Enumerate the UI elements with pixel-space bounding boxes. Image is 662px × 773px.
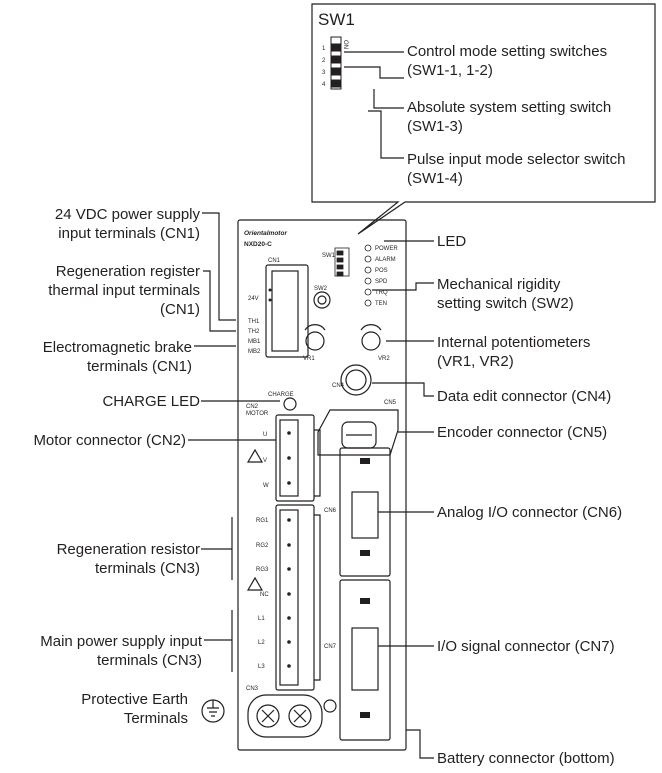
pe-terminal-block: [247, 694, 323, 738]
svg-text:MOTOR: MOTOR: [246, 411, 269, 417]
warning-icon: [246, 576, 264, 591]
label-absolute-system: Absolute system setting switch (SW1-3): [407, 99, 612, 135]
svg-text:V: V: [263, 458, 267, 464]
svg-text:CN4: CN4: [332, 383, 345, 389]
model-label: NXD20-C: [244, 241, 272, 248]
svg-text:CN5: CN5: [384, 400, 397, 406]
brand-logo: Orientalmotor: [244, 230, 287, 237]
label-charge-led: CHARGE LED: [102, 393, 200, 410]
label-battery: Battery connector (bottom): [437, 750, 615, 767]
sw2-dial: [313, 291, 331, 309]
svg-text:SPD: SPD: [375, 279, 388, 285]
svg-text:TRQ: TRQ: [375, 290, 388, 296]
svg-text:CN1: CN1: [268, 258, 281, 264]
label-regen-resistor: Regeneration resistor terminals (CN3): [56, 541, 200, 577]
label-brake: Electromagnetic brake terminals (CN1): [42, 339, 192, 375]
svg-text:POWER: POWER: [375, 246, 398, 252]
cn4-connector: [340, 364, 372, 396]
label-led: LED: [437, 233, 467, 250]
cn3-connector: [275, 504, 315, 691]
sw1-callout-box: [311, 3, 656, 235]
svg-text:CN6: CN6: [324, 508, 337, 514]
label-io-signal: I/O signal connector (CN7): [437, 638, 615, 655]
label-regen-thermal: Regeneration register thermal input term…: [48, 263, 200, 318]
svg-text:CHARGE: CHARGE: [268, 392, 294, 398]
cn5-outline: [317, 409, 399, 456]
svg-text:VR2: VR2: [378, 356, 390, 362]
label-protective-earth: Protective Earth Terminals: [81, 691, 188, 727]
svg-text:3: 3: [322, 70, 326, 76]
svg-text:CN7: CN7: [324, 644, 337, 650]
svg-text:24V: 24V: [248, 296, 259, 302]
svg-text:RG1: RG1: [256, 518, 269, 524]
svg-text:POS: POS: [375, 268, 388, 274]
sw1-title: SW1: [318, 10, 355, 29]
warning-icon: [246, 448, 264, 463]
pe-symbol-small: [323, 699, 337, 713]
sw1-dip-enlarged: [330, 36, 342, 90]
svg-text:TH1: TH1: [248, 319, 260, 325]
charge-led: [283, 397, 297, 411]
svg-text:MB2: MB2: [248, 349, 261, 355]
label-encoder: Encoder connector (CN5): [437, 424, 608, 441]
svg-text:ON: ON: [342, 40, 348, 49]
svg-text:L3: L3: [258, 664, 265, 670]
svg-text:SW1: SW1: [322, 253, 336, 259]
svg-text:ALARM: ALARM: [375, 257, 396, 263]
cn1-connector: [265, 264, 309, 358]
label-main-power: Main power supply input terminals (CN3): [40, 633, 202, 669]
svg-text:TH2: TH2: [248, 329, 260, 335]
cn5-connector: [341, 421, 377, 449]
svg-text:VR1: VR1: [303, 356, 315, 362]
svg-text:RG2: RG2: [256, 543, 269, 549]
cn2-connector: [275, 414, 315, 502]
label-potentiometers: Internal potentiometers (VR1, VR2): [437, 334, 591, 370]
label-analog-io: Analog I/O connector (CN6): [437, 504, 623, 521]
svg-text:MB1: MB1: [248, 339, 261, 345]
label-data-edit: Data edit connector (CN4): [437, 388, 612, 405]
svg-text:NC: NC: [260, 592, 269, 598]
vr2-dial: [361, 331, 381, 351]
svg-text:SW2: SW2: [314, 286, 328, 292]
cn7-connector: [339, 579, 391, 741]
svg-text:U: U: [263, 432, 267, 438]
svg-text:4: 4: [322, 82, 326, 88]
svg-text:2: 2: [322, 58, 326, 64]
svg-text:CN2: CN2: [246, 404, 259, 410]
svg-text:W: W: [263, 483, 269, 489]
svg-text:CN3: CN3: [246, 686, 259, 692]
svg-text:L2: L2: [258, 640, 265, 646]
label-motor-connector: Motor connector (CN2): [33, 432, 186, 449]
label-rigidity: Mechanical rigidity setting switch (SW2): [437, 276, 574, 312]
label-24v-supply: 24 VDC power supply input terminals (CN1…: [54, 206, 200, 242]
svg-text:L1: L1: [258, 616, 265, 622]
svg-text:1: 1: [322, 46, 326, 52]
svg-text:RG3: RG3: [256, 567, 269, 573]
label-control-mode: Control mode setting switches (SW1-1, 1-…: [407, 43, 608, 79]
led-column: [364, 244, 372, 307]
sw1-dip-small: [334, 247, 350, 277]
driver-body: [237, 219, 407, 751]
label-pulse-input: Pulse input mode selector switch (SW1-4): [407, 151, 626, 187]
vr1-dial: [305, 331, 325, 351]
svg-text:TEN: TEN: [375, 301, 387, 307]
